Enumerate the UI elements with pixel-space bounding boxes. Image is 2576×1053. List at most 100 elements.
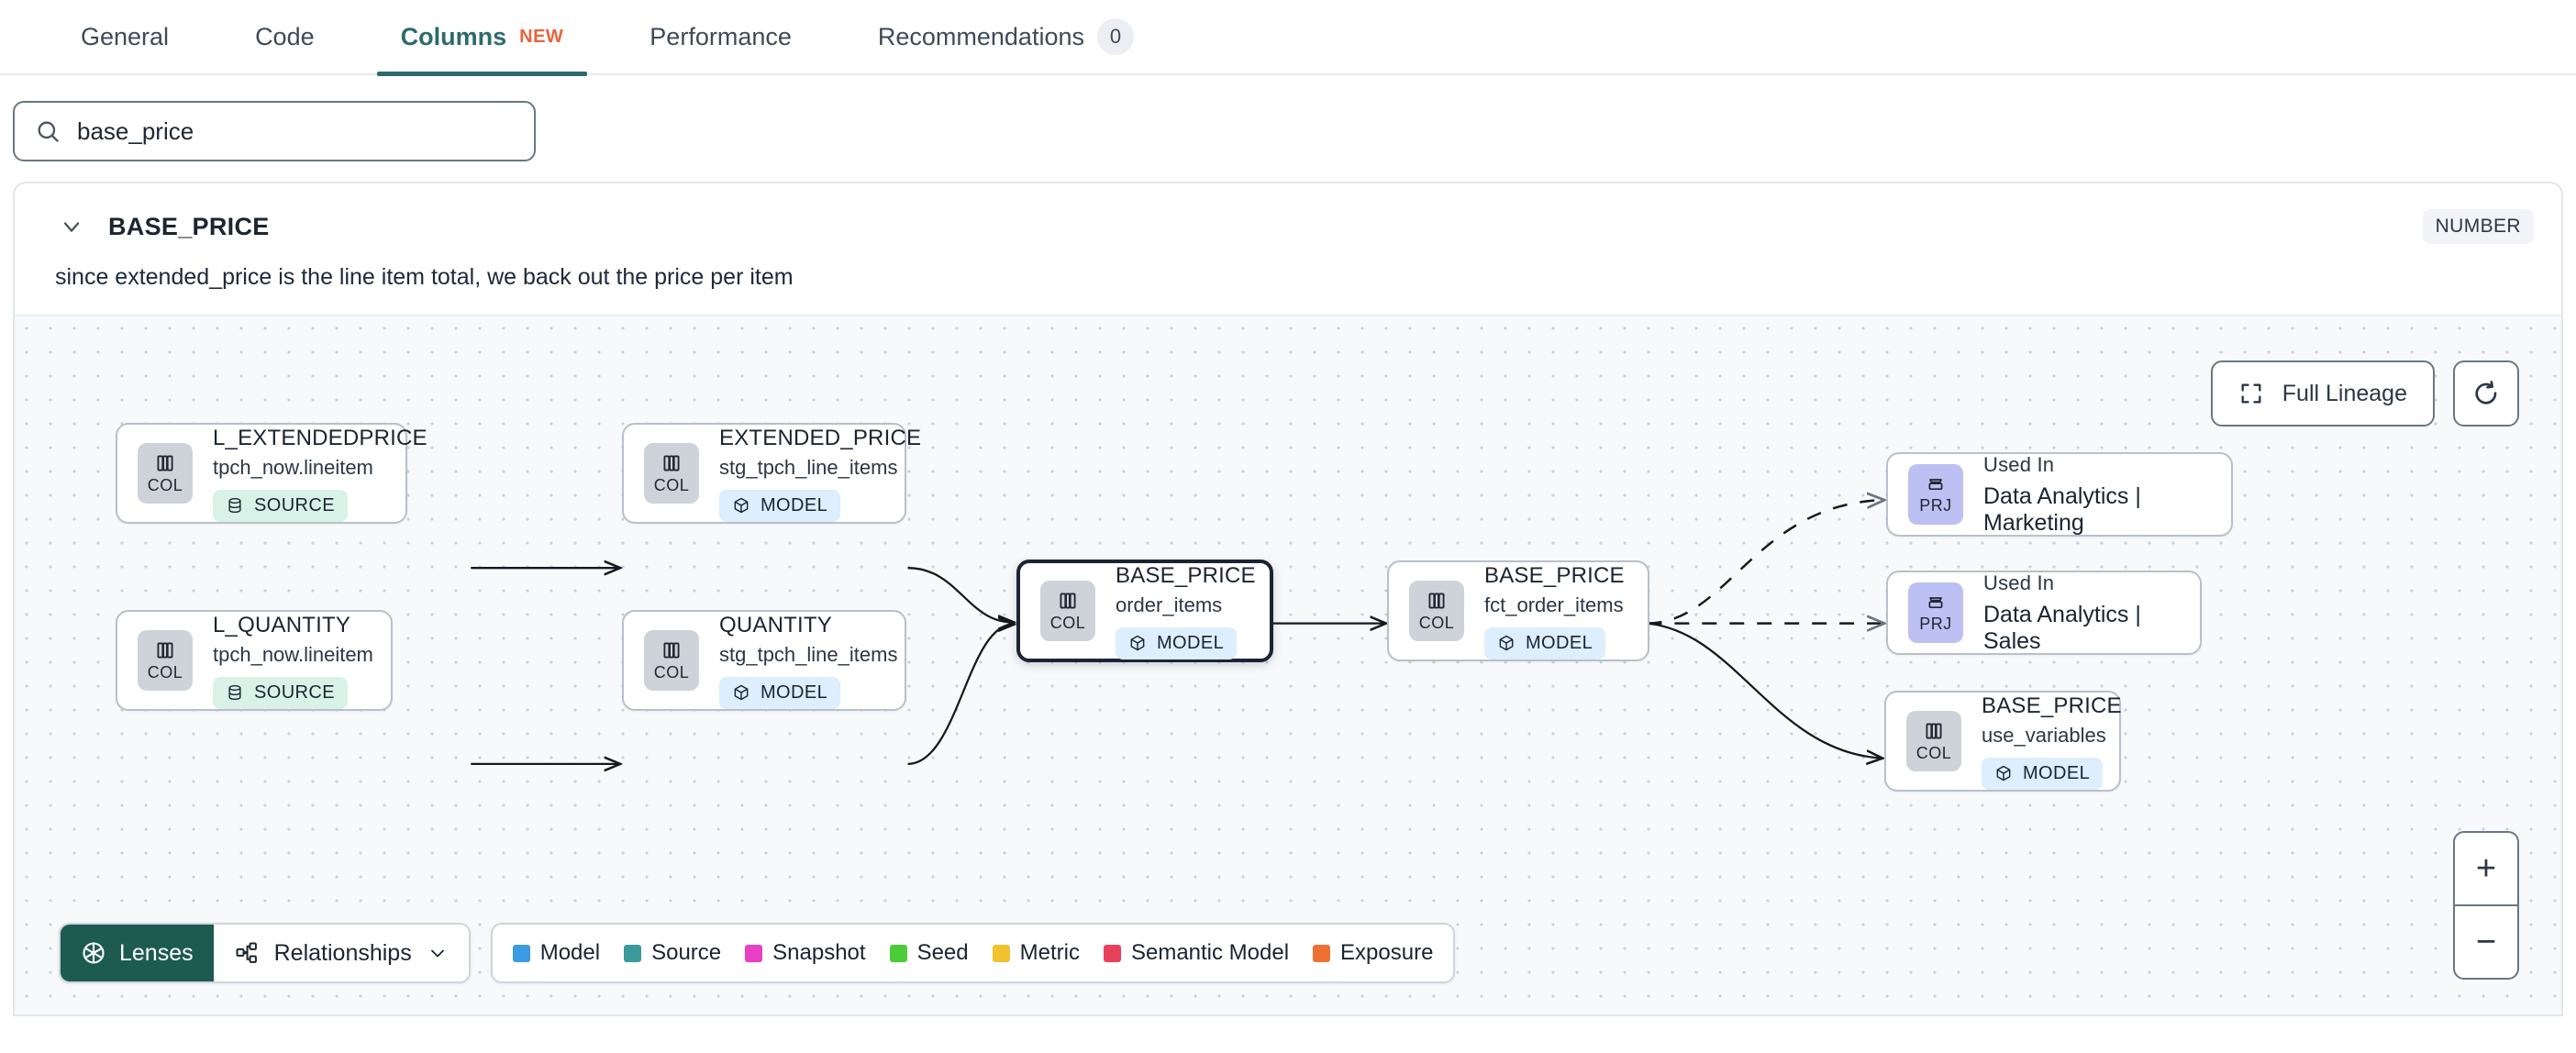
kind-label: COL [147, 663, 183, 682]
tab-bar: General Code Columns NEW Performance Rec… [0, 0, 2576, 76]
legend-swatch [889, 944, 907, 962]
tab-recommendations[interactable]: Recommendations 0 [854, 0, 1158, 74]
legend-item-source: Source [624, 940, 721, 966]
lineage-node-base-price-fct-order-items[interactable]: COL BASE_PRICE fct_order_items MODEL [1387, 560, 1649, 661]
tab-label: General [81, 22, 170, 50]
node-type-badge: MODEL [719, 489, 841, 522]
column-header: BASE_PRICE NUMBER [15, 183, 2561, 244]
badge-label: MODEL [761, 682, 828, 703]
node-type-badge: MODEL [1484, 626, 1606, 660]
node-subtitle: order_items [1116, 593, 1223, 616]
kind-label: COL [653, 476, 690, 494]
legend-label: Semantic Model [1130, 940, 1290, 965]
search-icon [35, 118, 61, 144]
column-kind-badge: COL [1906, 711, 1961, 771]
lineage-node-project-sales[interactable]: PRJ Used In Data Analytics | Sales [1886, 571, 2202, 655]
lenses-label: Lenses [119, 939, 194, 966]
chevron-down-icon [427, 942, 449, 964]
badge-label: SOURCE [254, 682, 335, 703]
database-icon [226, 496, 244, 515]
cube-icon [1128, 634, 1147, 652]
legend-swatch [745, 944, 763, 962]
canvas-bottom-toolbar: Lenses Relationships [59, 923, 1456, 983]
legend-item-metric: Metric [992, 940, 1080, 966]
search-row: base_price [0, 75, 2576, 182]
lineage-node-extended-price[interactable]: COL EXTENDED_PRICE stg_tpch_line_items M… [622, 423, 921, 524]
legend-swatch [512, 944, 530, 962]
node-title: L_QUANTITY [213, 612, 351, 637]
badge-label: MODEL [1157, 632, 1225, 653]
refresh-button[interactable] [2453, 360, 2519, 427]
cube-icon [1497, 634, 1516, 652]
search-value: base_price [77, 116, 194, 145]
node-subtitle: Data Analytics | Sales [1983, 601, 2141, 654]
lineage-node-base-price-use-variables[interactable]: COL BASE_PRICE use_variables MODEL [1884, 691, 2122, 792]
page-title: BASE_PRICE [108, 212, 270, 240]
legend-label: Metric [1019, 940, 1080, 965]
lineage-edges [471, 316, 2561, 1014]
tab-code[interactable]: Code [231, 0, 339, 74]
zoom-controls: + − [2453, 831, 2519, 980]
recommendations-count-badge: 0 [1097, 18, 1134, 55]
database-icon [226, 683, 244, 702]
legend-item-model: Model [512, 940, 601, 966]
lineage-canvas[interactable]: COL L_EXTENDEDPRICE tpch_now.lineitem SO… [15, 315, 2561, 1014]
lineage-node-l-quantity[interactable]: COL L_QUANTITY tpch_now.lineitem SOURCE [116, 610, 393, 711]
badge-label: SOURCE [254, 494, 335, 515]
kind-label: COL [147, 476, 183, 494]
kind-label: COL [653, 663, 690, 682]
badge-label: MODEL [1526, 632, 1593, 653]
lineage-node-base-price-order-items[interactable]: COL BASE_PRICE order_items MODEL [1016, 560, 1273, 662]
node-type-badge: SOURCE [213, 676, 348, 709]
node-type-badge: MODEL [719, 676, 841, 709]
tab-columns[interactable]: Columns NEW [376, 0, 588, 76]
badge-label: MODEL [761, 494, 828, 515]
search-input[interactable]: base_price [13, 101, 536, 161]
full-lineage-button[interactable]: Full Lineage [2210, 360, 2435, 427]
lineage-node-l-extendedprice[interactable]: COL L_EXTENDEDPRICE tpch_now.lineitem SO… [116, 423, 427, 524]
kind-label: COL [1915, 744, 1952, 762]
zoom-out-button[interactable]: − [2475, 922, 2497, 961]
column-kind-badge: COL [1040, 581, 1095, 641]
legend-swatch [624, 944, 642, 962]
legend-swatch [1103, 944, 1121, 962]
zoom-in-button[interactable]: + [2475, 848, 2497, 888]
legend-item-seed: Seed [889, 940, 969, 966]
node-subtitle: Data Analytics | Marketing [1983, 482, 2141, 536]
legend-swatch [992, 944, 1010, 962]
cube-icon [732, 683, 750, 702]
node-title: BASE_PRICE [1484, 562, 1625, 588]
lineage-node-quantity[interactable]: COL QUANTITY stg_tpch_line_items MODEL [622, 610, 906, 711]
kind-label: PRJ [1919, 496, 1952, 515]
lineage-node-project-marketing[interactable]: PRJ Used In Data Analytics | Marketing [1886, 452, 2233, 537]
node-title: Used In [1983, 452, 2055, 476]
node-title: L_EXTENDEDPRICE [213, 425, 427, 450]
lenses-button[interactable]: Lenses [61, 925, 214, 981]
node-title: BASE_PRICE [1116, 562, 1256, 588]
new-badge: NEW [519, 26, 564, 47]
relationships-label: Relationships [273, 939, 412, 966]
tab-label: Recommendations [877, 22, 1084, 50]
legend-label: Model [539, 940, 601, 965]
relationships-icon [234, 940, 260, 966]
cube-icon [732, 496, 750, 515]
column-kind-badge: COL [644, 630, 699, 691]
node-title: BASE_PRICE [1982, 693, 2122, 718]
column-kind-badge: COL [138, 443, 193, 504]
kind-label: PRJ [1919, 615, 1952, 633]
canvas-top-controls: Full Lineage [2210, 360, 2519, 427]
relationships-dropdown[interactable]: Relationships [213, 925, 469, 981]
aperture-icon [81, 940, 106, 966]
node-title: QUANTITY [719, 612, 832, 637]
tab-general[interactable]: General [57, 0, 193, 74]
chevron-down-icon[interactable] [59, 214, 84, 239]
kind-label: COL [1049, 614, 1086, 632]
tab-performance[interactable]: Performance [626, 0, 816, 74]
project-kind-badge: PRJ [1908, 582, 1963, 643]
expand-icon [2238, 381, 2264, 406]
tab-label: Code [255, 22, 315, 50]
legend-label: Source [651, 940, 722, 965]
refresh-icon [2471, 379, 2501, 408]
legend-item-exposure: Exposure [1313, 940, 1433, 966]
column-kind-badge: COL [138, 630, 193, 691]
